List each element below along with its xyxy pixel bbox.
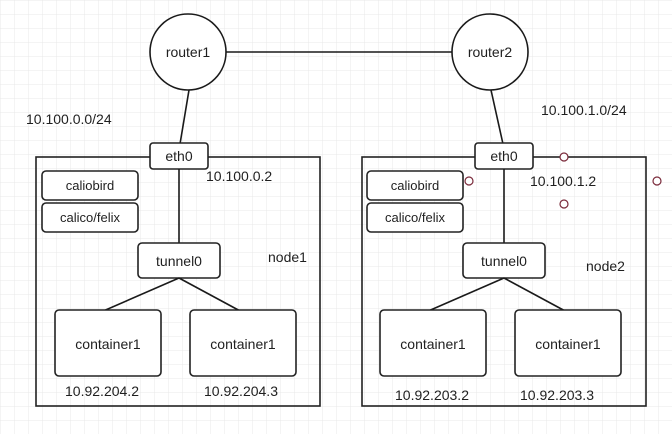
node2-name: node2 bbox=[586, 258, 625, 274]
node1-felix-box[interactable] bbox=[41, 202, 139, 233]
node2-group[interactable]: eth0 10.100.1.2 caliobird calico/felix n… bbox=[361, 142, 662, 407]
node2-container-b-box[interactable] bbox=[514, 309, 622, 377]
node1-container-a-box[interactable] bbox=[54, 309, 162, 377]
node2-felix-label: calico/felix bbox=[385, 210, 445, 225]
node1-eth0-label: eth0 bbox=[165, 148, 192, 164]
node2-caliobird-box[interactable] bbox=[366, 170, 464, 201]
node1-container-b-ip: 10.92.204.3 bbox=[204, 383, 278, 399]
node2-container-b-ip: 10.92.203.3 bbox=[520, 387, 594, 403]
node2-resize-handle-right[interactable] bbox=[652, 176, 662, 186]
node2-tunnel-container-a-link[interactable] bbox=[425, 277, 505, 313]
node1-eth0-ip: 10.100.0.2 bbox=[206, 168, 272, 184]
node2-tunnel-container-b-link[interactable] bbox=[503, 277, 568, 313]
subnet-left-label: 10.100.0.0/24 bbox=[26, 111, 112, 127]
node1-container-a-ip: 10.92.204.2 bbox=[65, 383, 139, 399]
node1-name: node1 bbox=[268, 249, 307, 265]
node1-caliobird-label: caliobird bbox=[66, 178, 114, 193]
node1-felix-label: calico/felix bbox=[60, 210, 120, 225]
node1-tunnel0-label: tunnel0 bbox=[156, 253, 202, 269]
node1-container-a-label: container1 bbox=[75, 336, 141, 352]
node1-caliobird-box[interactable] bbox=[41, 170, 139, 201]
router1[interactable]: router1 bbox=[149, 13, 227, 91]
router2[interactable]: router2 bbox=[451, 13, 529, 91]
node1-group[interactable]: eth0 10.100.0.2 caliobird calico/felix n… bbox=[35, 142, 321, 407]
router1-eth0-link[interactable] bbox=[179, 89, 190, 145]
subnet-right-label: 10.100.1.0/24 bbox=[541, 102, 627, 118]
node2-eth0-label: eth0 bbox=[490, 148, 517, 164]
router1-label: router1 bbox=[166, 44, 211, 60]
node2-eth0-ip: 10.100.1.2 bbox=[530, 173, 596, 189]
node2-tunnel0-label: tunnel0 bbox=[481, 253, 527, 269]
node2-resize-handle-bottom[interactable] bbox=[559, 199, 569, 209]
node2-resize-handle-top[interactable] bbox=[559, 152, 569, 162]
node2-container-a-box[interactable] bbox=[379, 309, 487, 377]
node1-container-b-label: container1 bbox=[210, 336, 276, 352]
node2-container-a-label: container1 bbox=[400, 336, 466, 352]
node2-container-a-ip: 10.92.203.2 bbox=[395, 387, 469, 403]
router2-eth0-link[interactable] bbox=[490, 89, 504, 145]
node2-caliobird-label: caliobird bbox=[391, 178, 439, 193]
node2-container-b-label: container1 bbox=[535, 336, 601, 352]
node1-tunnel-container-a-link[interactable] bbox=[100, 277, 180, 313]
node2-resize-handle-left[interactable] bbox=[464, 176, 474, 186]
node1-container-b-box[interactable] bbox=[189, 309, 297, 377]
router2-label: router2 bbox=[468, 44, 513, 60]
router2-circle[interactable] bbox=[451, 13, 529, 91]
node2-felix-box[interactable] bbox=[366, 202, 464, 233]
node1-tunnel-container-b-link[interactable] bbox=[178, 277, 243, 313]
router1-circle[interactable] bbox=[149, 13, 227, 91]
